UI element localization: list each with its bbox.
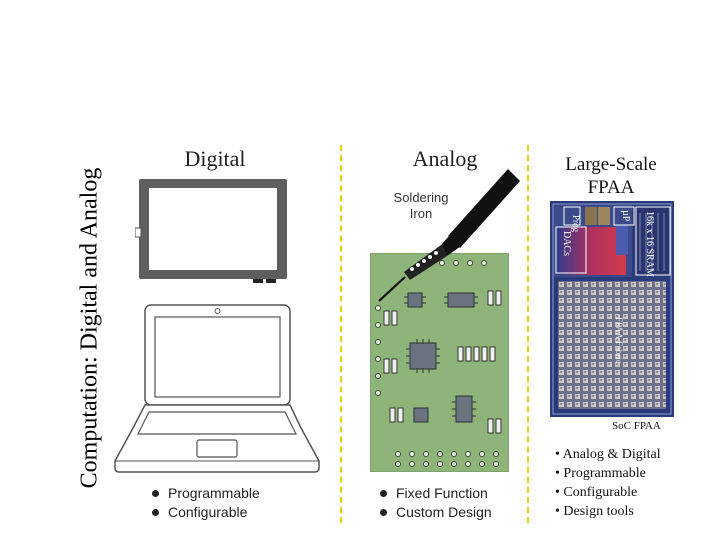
bullet-icon (152, 490, 159, 497)
fpaa-bullet-4: • Design tools (555, 504, 634, 519)
soldering-label-line1: Soldering (393, 190, 449, 205)
bullet-icon (152, 509, 159, 516)
bullet-icon (380, 490, 387, 497)
fpaa-title-line2: FPAA (587, 177, 635, 198)
digital-bullet-list: Programmable Configurable (152, 484, 260, 522)
digital-title: Digital (184, 146, 246, 171)
fpaa-bullet-2: • Programmable (555, 466, 646, 481)
laptop-icon (113, 303, 321, 475)
chip-label-dacs: DACs (561, 231, 572, 256)
analog-bullet-list: Fixed Function Custom Design (380, 484, 492, 522)
soldering-iron-label: Soldering Iron (378, 190, 464, 222)
fpaa-bullet-list: • Analog & Digital • Programmable • Conf… (555, 445, 661, 521)
chip-label-up: µP (620, 210, 631, 222)
fpaa-chip-image: Prog µP 16k x 16 SRAM DACs FPAA Fabric (550, 201, 674, 417)
analog-bullet-1: Fixed Function (380, 484, 492, 503)
fpaa-title: Large-Scale FPAA (548, 153, 674, 199)
analog-bullet-text: Fixed Function (396, 485, 488, 501)
fpaa-title-line1: Large-Scale (565, 154, 657, 175)
slide-vertical-title: Computation: Digital and Analog (76, 167, 103, 489)
digital-bullet-1: Programmable (152, 484, 260, 503)
chip-label-sram: 16k x 16 SRAM (644, 211, 655, 277)
column-divider-left (340, 145, 342, 523)
digital-bullet-text: Programmable (168, 485, 260, 501)
tablet-icon (134, 178, 290, 284)
bullet-icon (380, 509, 387, 516)
fpaa-bullet-3: • Configurable (555, 485, 638, 500)
analog-bullet-2: Custom Design (380, 503, 492, 522)
chip-label-prog: Prog (571, 215, 581, 233)
chip-label-fabric: FPAA Fabric (614, 317, 624, 364)
fpaa-caption: SoC FPAA (612, 420, 661, 432)
circuit-board-icon (369, 252, 510, 473)
digital-bullet-2: Configurable (152, 503, 260, 522)
analog-bullet-text: Custom Design (396, 504, 492, 520)
soldering-iron-icon (375, 165, 525, 305)
analog-title: Analog (412, 146, 478, 171)
column-divider-right (527, 145, 529, 523)
soldering-label-line2: Iron (409, 206, 433, 221)
fpaa-bullet-1: • Analog & Digital (555, 447, 661, 462)
digital-bullet-text: Configurable (168, 504, 248, 520)
